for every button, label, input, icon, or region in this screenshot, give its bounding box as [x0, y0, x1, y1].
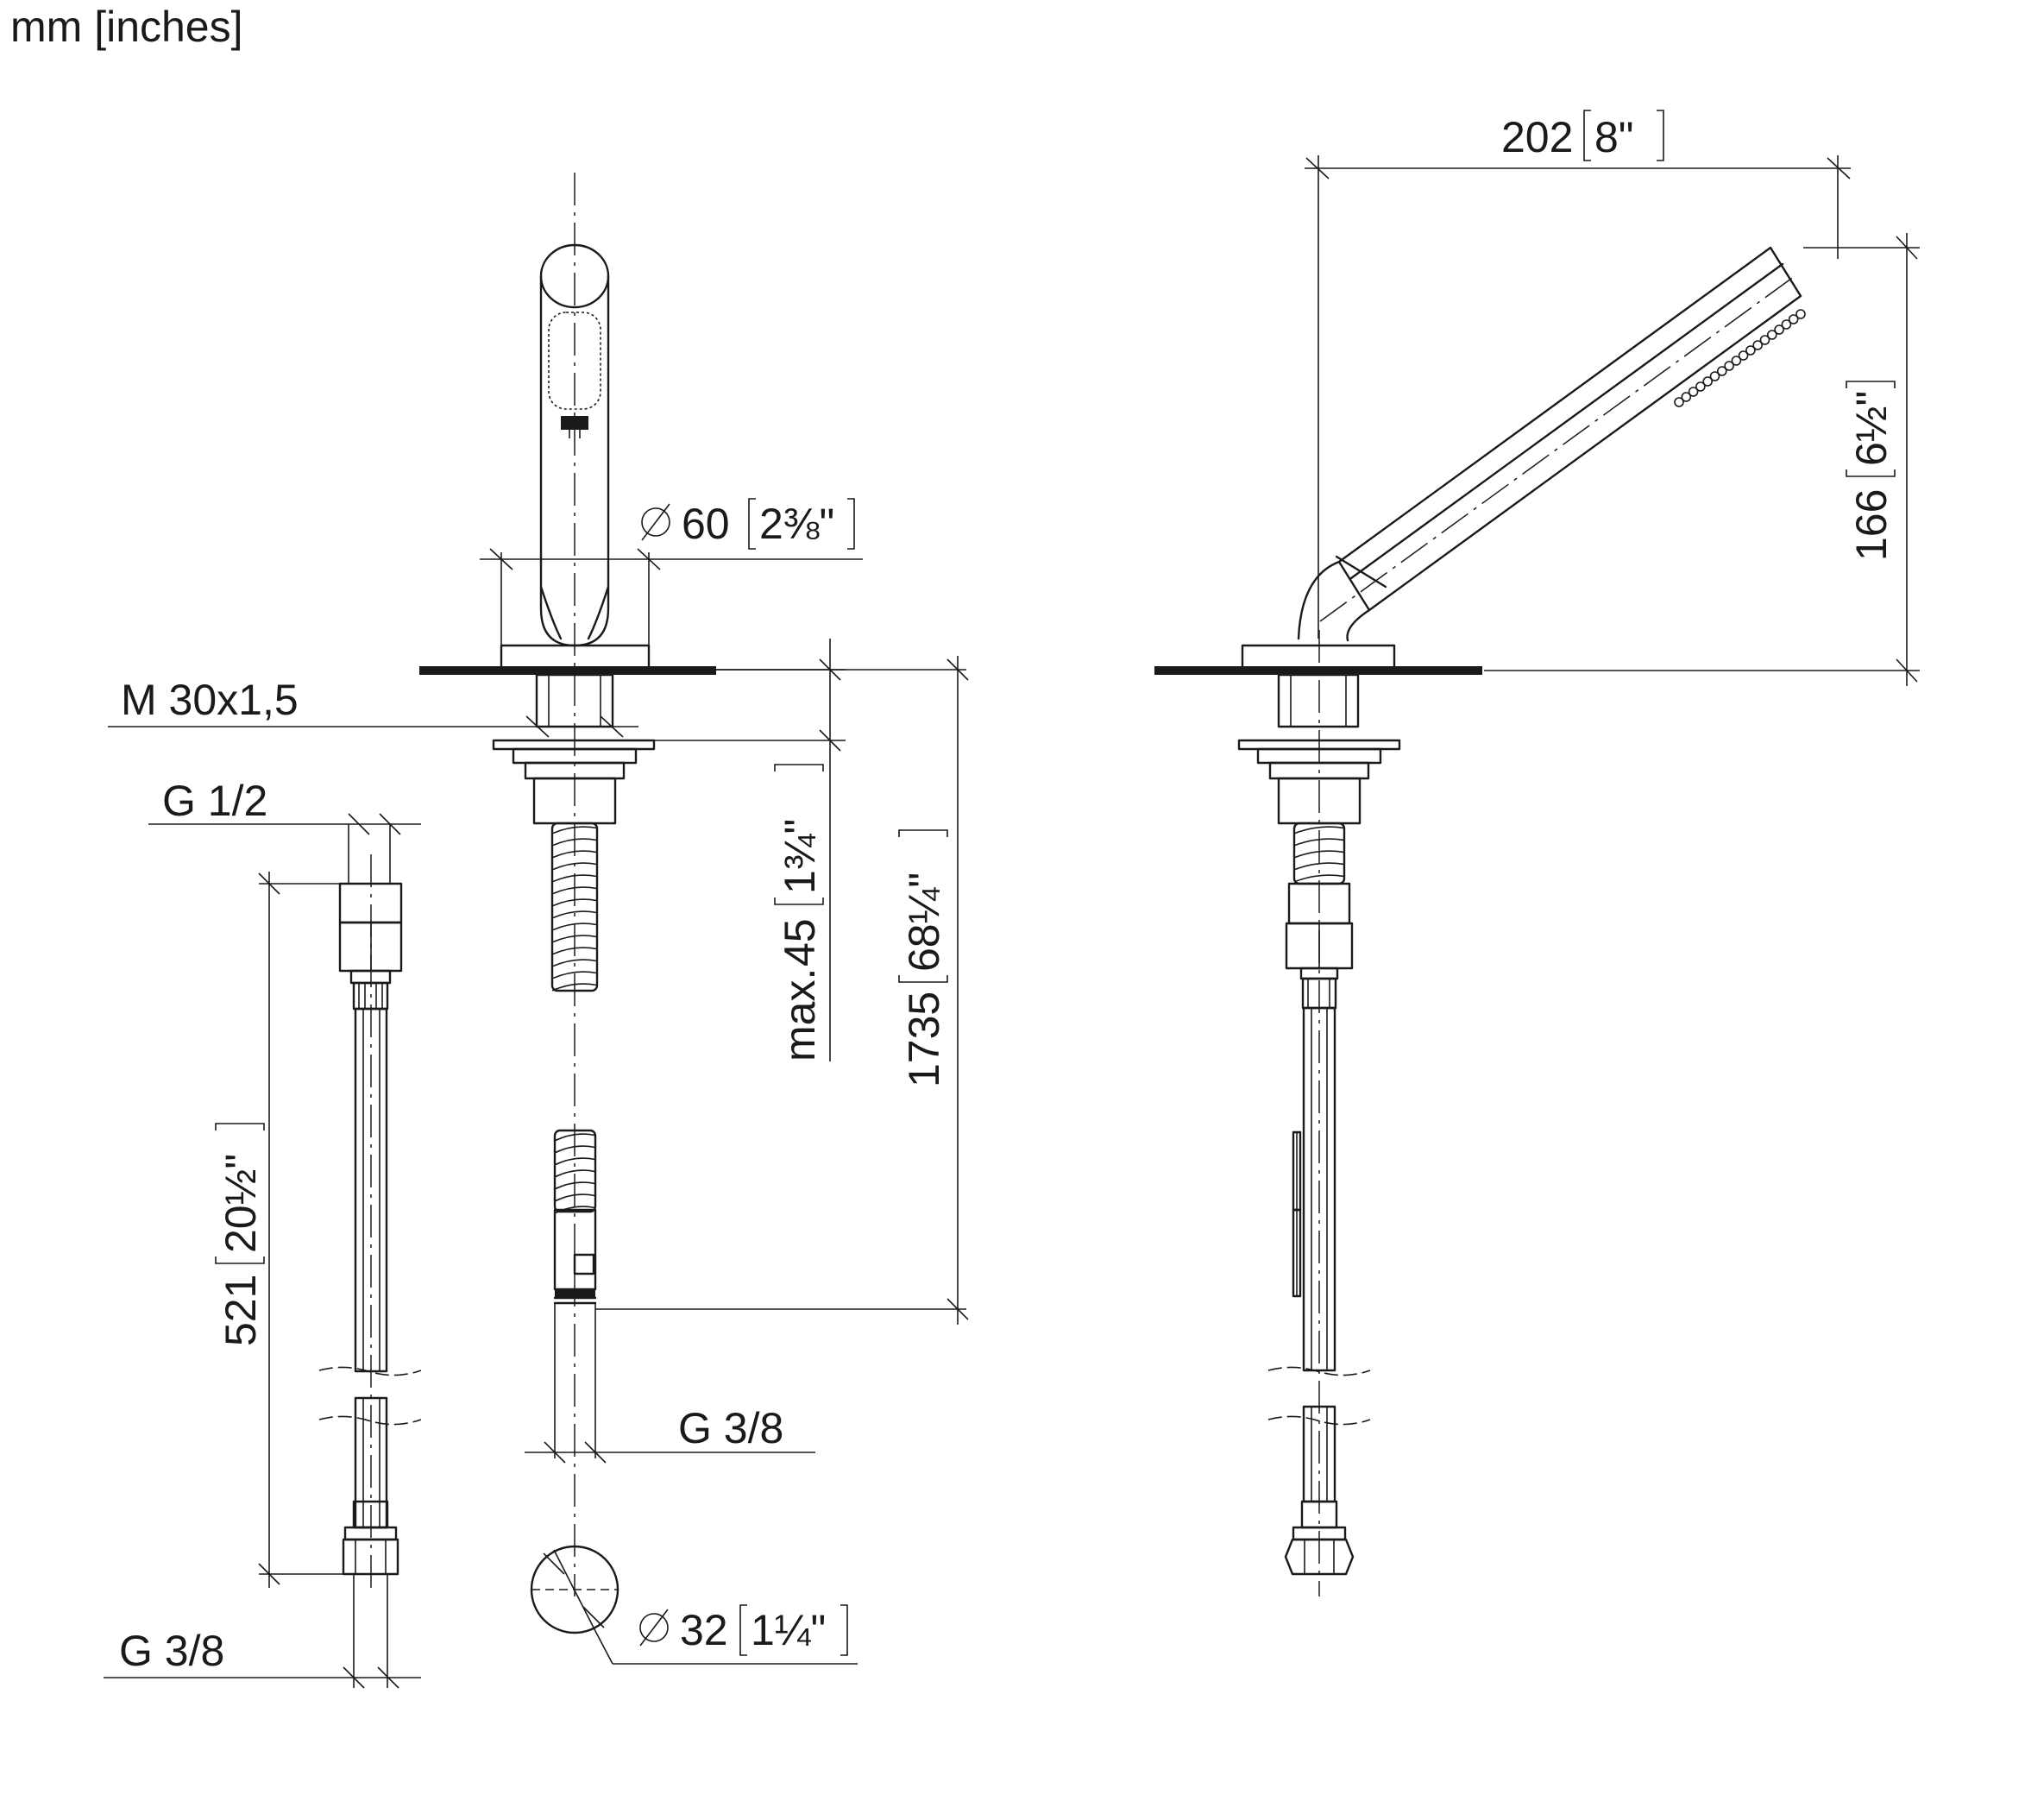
- nozzle: [1781, 319, 1792, 330]
- hose-coil-bottom: [553, 1129, 597, 1214]
- coil-turn: [551, 959, 598, 967]
- front-view: [419, 173, 716, 1634]
- dim-hole-diameter: 32 1¼": [543, 1549, 858, 1665]
- nozzle: [1767, 330, 1777, 340]
- hose-side: [1267, 630, 1371, 1596]
- coil-turn: [554, 1169, 596, 1178]
- dim-202-mm: 202: [1501, 113, 1573, 161]
- coil-turn: [1293, 826, 1345, 834]
- coil-turn: [1293, 874, 1345, 883]
- coil-turn: [1293, 862, 1345, 871]
- dim-166-inch: 6½": [1847, 391, 1896, 466]
- dim-hose-total: 1735 68¼": [595, 656, 969, 1325]
- nozzle: [1688, 387, 1699, 397]
- nozzle: [1695, 381, 1706, 392]
- nozzle: [1709, 371, 1720, 381]
- coil-turn: [554, 1193, 596, 1202]
- units-label: mm [inches]: [10, 3, 243, 51]
- coil-turn: [554, 1145, 596, 1154]
- rosette-front: [419, 644, 716, 825]
- dim-thread-hose-bottom: G 3/8: [104, 1574, 421, 1689]
- dim-32-mm: 32: [680, 1606, 728, 1654]
- coil-turn: [551, 971, 598, 979]
- coil-turn: [554, 1133, 596, 1142]
- nozzle: [1717, 366, 1727, 376]
- coil-turn: [554, 1181, 596, 1190]
- nozzle: [1724, 361, 1734, 371]
- spray-nozzles: [548, 312, 601, 410]
- nozzle: [1774, 324, 1784, 335]
- dim-hose-length: 521 20½": [215, 872, 343, 1588]
- coil-turn: [551, 910, 598, 919]
- dim-thread-hose-top: G 1/2: [148, 777, 421, 884]
- dim-m30-label: M 30x1,5: [121, 676, 299, 724]
- dim-32-inch: 1¼": [751, 1606, 826, 1654]
- hand-shower-side: [1297, 246, 1806, 642]
- nozzle: [1795, 309, 1806, 319]
- nozzle: [1788, 314, 1799, 324]
- nozzle: [1738, 350, 1749, 361]
- coil-turn: [554, 1157, 596, 1166]
- dim-g38-left-label: G 3/8: [119, 1627, 224, 1675]
- dim-thread-mount: M 30x1,5: [108, 676, 638, 738]
- dim-521-inch: 20½": [217, 1154, 265, 1253]
- rosette-side: [1154, 644, 1482, 825]
- dim-45-mm: 45: [776, 918, 824, 967]
- dim-max-prefix: max.: [776, 968, 824, 1061]
- nozzle: [1681, 392, 1692, 402]
- nozzle: [1752, 340, 1763, 350]
- dim-width-total: 202 8": [1305, 110, 1851, 639]
- nozzle: [1674, 397, 1684, 407]
- dim-1735-inch: 68¼": [900, 872, 948, 972]
- dim-45-inch: 1¾": [776, 819, 824, 894]
- dim-rosette-diameter: 60 2⅜": [480, 498, 863, 646]
- dim-60-inch: 2⅜": [759, 500, 834, 548]
- dim-height-spray: 166 6½": [1484, 233, 1920, 686]
- dim-g12-label: G 1/2: [162, 777, 267, 825]
- nozzle: [1759, 335, 1770, 345]
- coil-turn: [554, 1206, 596, 1214]
- nozzle: [1702, 376, 1713, 387]
- hose-connector: [553, 1208, 597, 1458]
- dim-202-inch: 8": [1594, 113, 1634, 161]
- dim-thread-connector: G 3/8: [525, 1404, 815, 1464]
- nozzle: [1731, 356, 1742, 366]
- spray-nozzles-side: [1674, 309, 1806, 407]
- dim-60-mm: 60: [682, 500, 730, 548]
- hose-left: [318, 854, 422, 1588]
- dim-166-mm: 166: [1847, 489, 1896, 561]
- dim-521-mm: 521: [217, 1275, 265, 1346]
- dim-1735-mm: 1735: [900, 992, 948, 1087]
- dim-g38-conn-label: G 3/8: [678, 1404, 783, 1452]
- dim-max-deck: max. 45 1¾": [649, 639, 846, 1061]
- nozzle: [1745, 345, 1756, 356]
- side-view: [1154, 246, 1806, 1596]
